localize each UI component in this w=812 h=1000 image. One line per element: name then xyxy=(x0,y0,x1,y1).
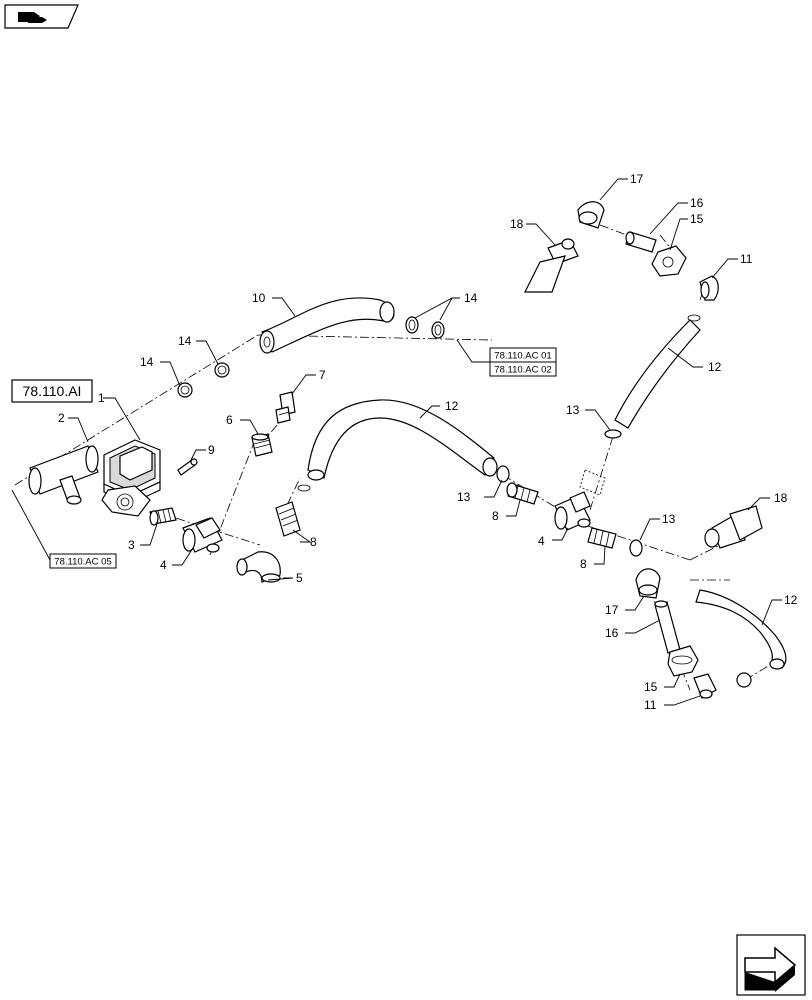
part-tee-2 xyxy=(28,445,99,505)
ref-main-label: 78.110.AI xyxy=(23,383,82,399)
part-valve-1 xyxy=(101,439,161,517)
part-barb-3 xyxy=(149,507,177,526)
part-clamp-14b xyxy=(214,362,230,378)
ref-box-ac05[interactable]: 78.110.AC 05 xyxy=(49,553,117,569)
part-tee-4-right xyxy=(554,491,591,531)
part-barb-8-mid xyxy=(506,482,539,505)
callout-11a: 11 xyxy=(740,252,753,266)
part-clamp-13c xyxy=(604,429,622,439)
part-elbow-17-right xyxy=(635,568,661,599)
part-clamp-right xyxy=(736,672,752,688)
callout-18b: 18 xyxy=(774,491,788,505)
part-nipple-7 xyxy=(275,391,296,424)
callout-8a: 8 xyxy=(310,535,317,549)
callout-15a: 15 xyxy=(690,212,704,226)
callout-14b: 14 xyxy=(178,334,192,348)
part-elbow-5 xyxy=(236,551,281,583)
part-hose-12-upper xyxy=(614,314,701,429)
part-clamp-14d xyxy=(431,321,445,339)
leader-lines xyxy=(11,178,782,706)
ref-box-ac02[interactable]: 78.110.AC 02 xyxy=(489,361,557,377)
callout-16b: 16 xyxy=(605,626,619,640)
part-elbow-17-upper xyxy=(577,201,605,229)
callout-15b: 15 xyxy=(644,680,658,694)
ref-ac02-label: 78.110.AC 02 xyxy=(494,365,551,376)
callout-8c: 8 xyxy=(580,557,587,571)
callout-4a: 4 xyxy=(160,558,167,572)
ref-ac01-label: 78.110.AC 01 xyxy=(494,351,551,362)
callout-14a: 14 xyxy=(140,355,154,369)
callout-7: 7 xyxy=(319,368,326,382)
part-clamp-13a xyxy=(496,465,510,483)
ref-box-ac01[interactable]: 78.110.AC 01 xyxy=(489,347,557,363)
part-screw-9 xyxy=(177,458,198,476)
part-barb-8-right xyxy=(587,527,617,549)
part-clamp-13b xyxy=(629,539,643,557)
part-nozzle-18-upper xyxy=(524,238,579,293)
ref-ac05-label: 78.110.AC 05 xyxy=(54,557,111,568)
part-elbow-11-right xyxy=(693,673,717,699)
part-nipple-16-upper xyxy=(625,231,657,253)
part-nut-15-upper xyxy=(651,245,687,277)
callout-10: 10 xyxy=(252,291,266,305)
next-page-arrow-icon[interactable] xyxy=(736,934,806,996)
part-clamp-14a xyxy=(177,382,193,398)
part-tee-4-left xyxy=(182,517,223,553)
callout-8b: 8 xyxy=(492,509,499,523)
callout-13a: 13 xyxy=(457,490,471,504)
part-clamp-14c xyxy=(405,316,419,334)
callout-17b: 17 xyxy=(605,603,619,617)
part-hose-10 xyxy=(259,297,395,354)
callout-labels: 1 2 3 4 4 5 6 7 8 8 8 9 10 11 11 12 12 1… xyxy=(58,172,798,712)
part-elbow-11-upper xyxy=(699,275,719,301)
part-barb-8-left xyxy=(275,484,311,537)
callout-17a: 17 xyxy=(630,172,644,186)
callout-5: 5 xyxy=(296,571,303,585)
part-nozzle-18-right xyxy=(704,505,763,549)
callout-13b: 13 xyxy=(566,403,580,417)
callout-12a: 12 xyxy=(445,399,459,413)
part-fitting-6 xyxy=(251,433,273,457)
part-hose-12-center xyxy=(307,399,498,481)
callout-18a: 18 xyxy=(510,217,524,231)
part-nut-15-right xyxy=(667,645,699,677)
callout-14c: 14 xyxy=(464,291,478,305)
book-pointer-icon[interactable] xyxy=(4,4,79,29)
callout-2: 2 xyxy=(58,411,65,425)
part-hose-12-right xyxy=(695,589,787,670)
callout-16a: 16 xyxy=(690,196,704,210)
callout-12b: 12 xyxy=(708,360,722,374)
callout-3: 3 xyxy=(128,538,135,552)
callout-11b: 11 xyxy=(644,698,657,712)
callout-4b: 4 xyxy=(538,534,545,548)
callout-6: 6 xyxy=(226,413,233,427)
callout-13c: 13 xyxy=(662,512,676,526)
callout-9: 9 xyxy=(208,443,215,457)
part-nipple-16-right xyxy=(654,600,681,654)
callout-12c: 12 xyxy=(784,593,798,607)
callout-1: 1 xyxy=(98,391,105,405)
ref-box-main[interactable]: 78.110.AI xyxy=(11,379,93,403)
